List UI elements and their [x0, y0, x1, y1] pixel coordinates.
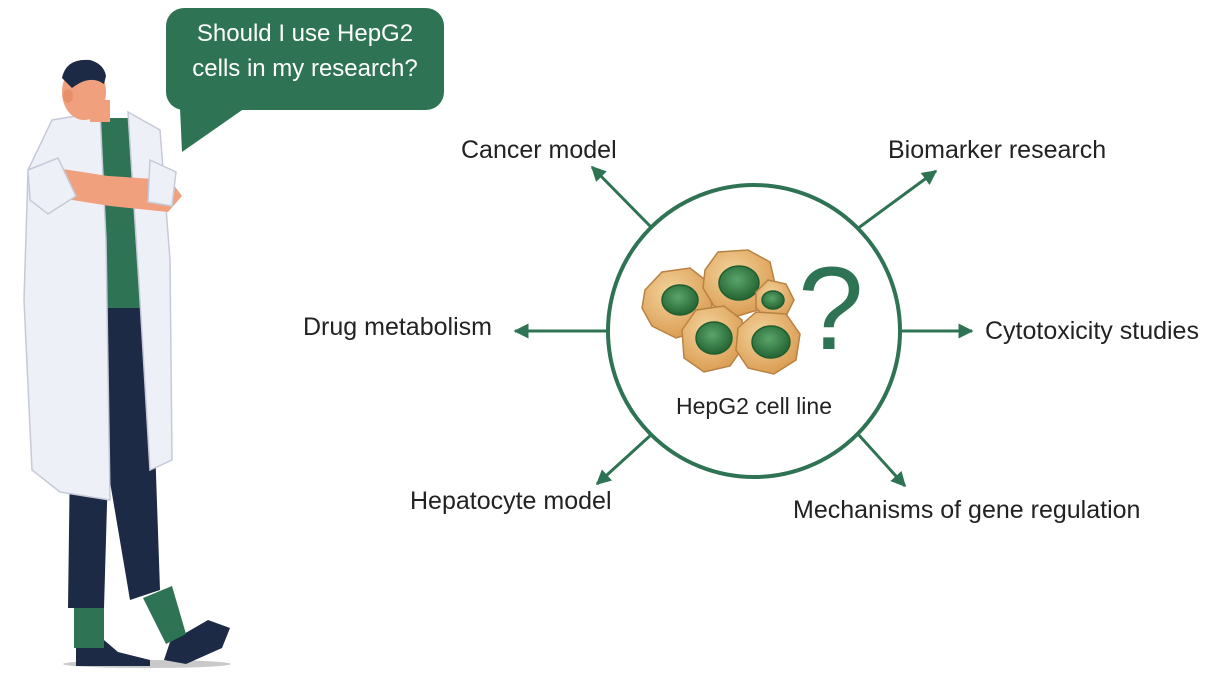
label-hepatocyte-model: Hepatocyte model [410, 487, 612, 515]
label-cancer-model: Cancer model [461, 136, 617, 164]
label-biomarker-research: Biomarker research [888, 136, 1107, 164]
cell [681, 305, 745, 373]
arrows [513, 165, 974, 488]
arrow-gene-regulation [855, 431, 907, 488]
speech-bubble-tail [180, 108, 245, 152]
label-drug-metabolism: Drug metabolism [303, 313, 492, 341]
speech-bubble [166, 8, 444, 152]
label-cytotoxicity-studies: Cytotoxicity studies [985, 317, 1199, 345]
arrow-cancer-model [590, 165, 653, 229]
cell [755, 279, 795, 321]
speech-bubble-line-1: Should I use HepG2 [196, 20, 414, 47]
cell [735, 311, 801, 375]
speech-bubble-text: Should I use HepG2 cells in my research? [166, 16, 444, 86]
scientist-illustration [23, 59, 231, 668]
hepg2-cells-illustration [641, 249, 801, 375]
label-gene-regulation: Mechanisms of gene regulation [793, 496, 1141, 524]
center-label: HepG2 cell line [676, 393, 832, 419]
question-mark: ? [798, 243, 864, 375]
arrow-hepatocyte-model [595, 432, 654, 486]
speech-bubble-body [166, 8, 444, 110]
arrow-biomarker-research [856, 169, 938, 231]
speech-bubble-line-2: cells in my research? [192, 55, 418, 82]
